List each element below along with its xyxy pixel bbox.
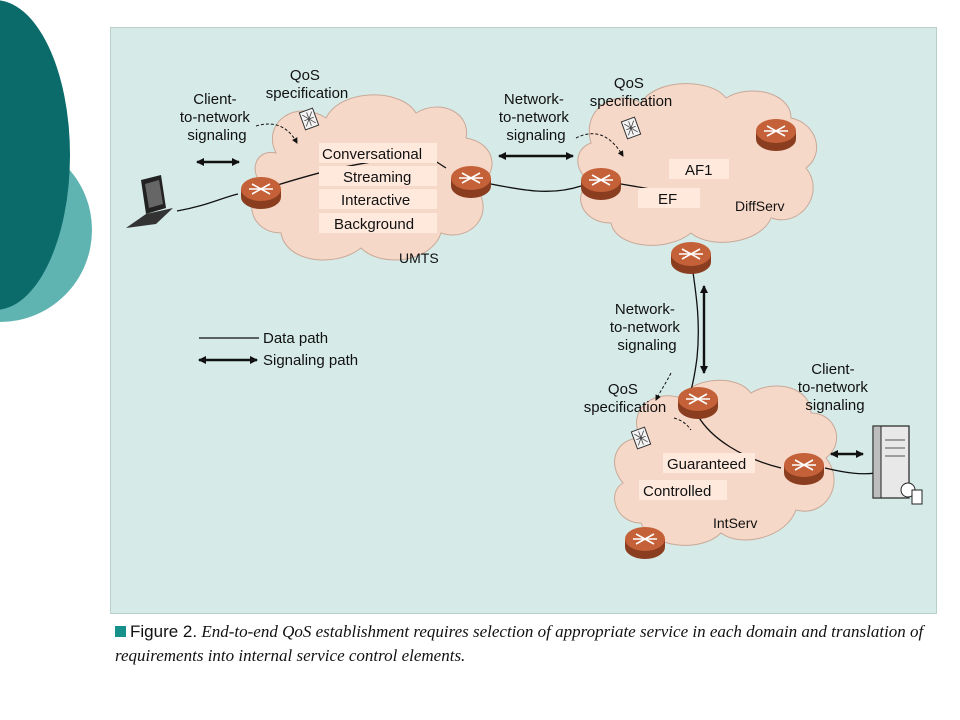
net-signaling-top-label: Network- to-network signaling [499,91,573,144]
laptop-icon [126,175,173,228]
client-signaling-left-label: Client- to-network signaling [180,91,254,144]
class-label-backgrounds [319,143,755,500]
qos-spec-top-label: QoS specification [590,75,673,110]
umts-class-conversational: Conversational [322,146,422,163]
router-diffserv-edge-left [580,167,622,201]
slide-decoration [0,0,92,322]
router-diffserv-edge-bottom [670,241,712,275]
qos-spec-bottom-label: QoS specification [584,381,667,416]
dashed-arrows [255,123,692,431]
router-intserv-edge-right [783,452,825,486]
intserv-class-controlled: Controlled [643,483,711,500]
net-signaling-vertical-label: Network- to-network signaling [610,301,684,354]
legend-signaling-path-label: Signaling path [263,352,358,369]
caption-figure-label: Figure 2. [130,622,198,641]
router-intserv-edge-top [677,386,719,420]
caption-text: End-to-end QoS establishment requires se… [115,622,924,665]
server-icon [872,425,923,505]
umts-class-interactive: Interactive [341,192,410,209]
router-umts-edge-right [450,165,492,199]
figure-caption: Figure 2. End-to-end QoS establishment r… [115,620,945,668]
figure-panel: Client- to-network signaling QoS specifi… [110,27,937,614]
router-intserv-core [624,526,666,560]
umts-class-streaming: Streaming [343,169,411,186]
legend: Data path Signaling path [198,330,358,369]
intserv-domain-label: IntServ [713,515,757,531]
diffserv-domain-label: DiffServ [735,198,785,214]
decor-circle-dark [0,0,70,310]
umts-domain-label: UMTS [399,250,439,266]
router-diffserv-core [755,118,797,152]
umts-class-background: Background [334,216,414,233]
qos-diagram: Client- to-network signaling QoS specifi… [126,67,923,560]
caption-square-icon [115,626,126,637]
qos-spec-left-label: QoS specification [266,67,349,102]
diffserv-class-ef: EF [658,191,677,208]
diffserv-class-af1: AF1 [685,162,713,179]
client-signaling-right-label: Client- to-network signaling [798,361,872,414]
legend-data-path-label: Data path [263,330,328,347]
intserv-class-guaranteed: Guaranteed [667,456,746,473]
signaling-arrows [196,152,864,458]
router-umts-edge-left [240,176,282,210]
